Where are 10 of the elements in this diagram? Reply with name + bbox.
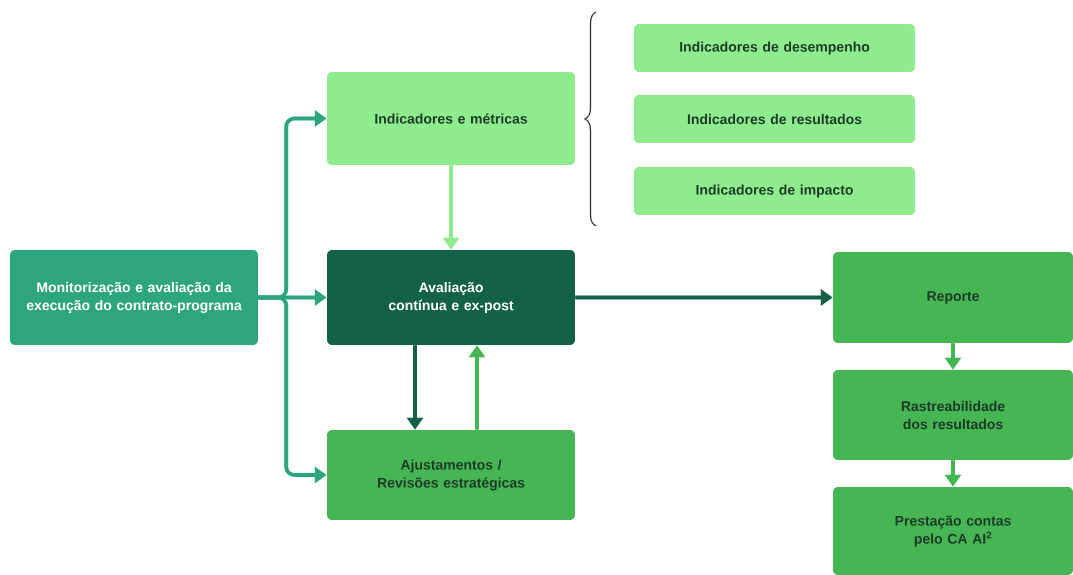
process-box: Prestação contas pelo CA AI$^{2}$	[833, 487, 1073, 575]
indicator-box: Indicadores de desempenho	[634, 24, 915, 72]
process-box: Indicadores e métricas	[327, 72, 575, 165]
process-box: Avaliação contínua e ex-post	[327, 250, 575, 345]
process-box: Reporte	[833, 252, 1073, 343]
indicator-box: Indicadores de resultados	[634, 95, 915, 143]
indicator-box: Indicadores de impacto	[634, 167, 915, 215]
process-box: Ajustamentos / Revisões estratégicas	[327, 430, 575, 520]
process-box: Monitorização e avaliação da execução do contrato-programa	[10, 250, 258, 345]
process-box: Rastreabilidade dos resultados	[833, 370, 1073, 460]
